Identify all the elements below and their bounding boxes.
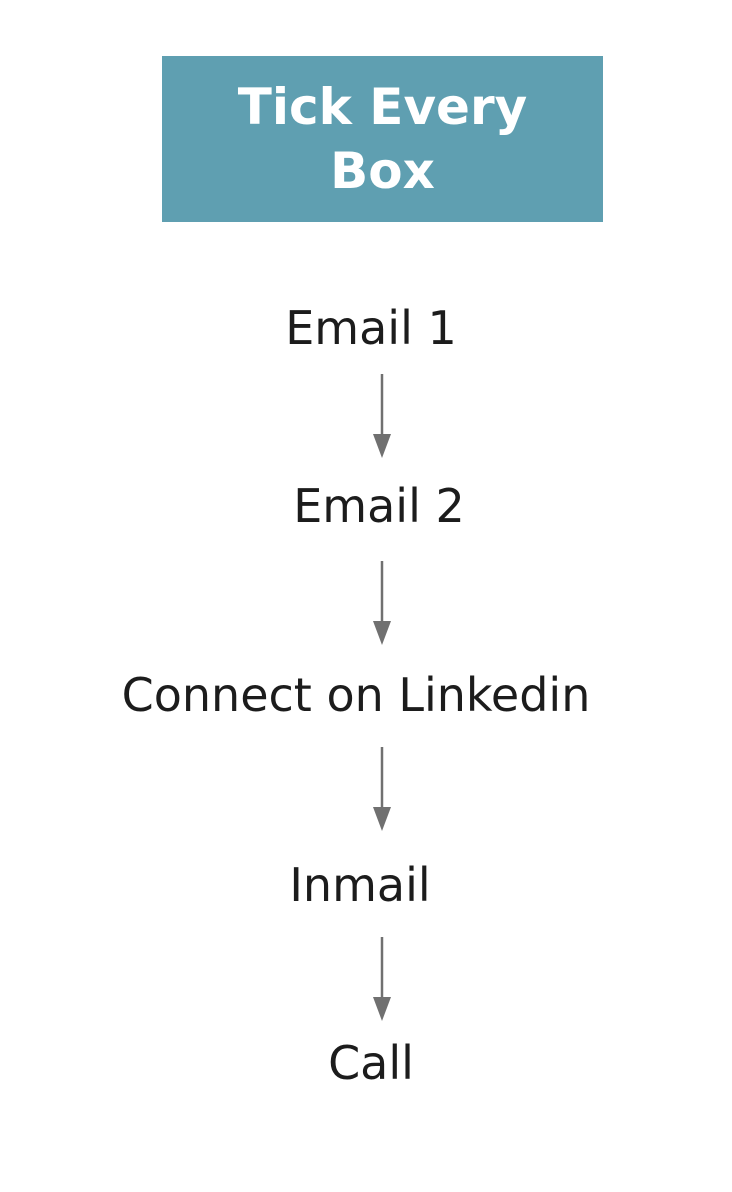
step-email-2: Email 2 bbox=[293, 479, 465, 533]
step-call: Call bbox=[328, 1036, 414, 1090]
step-email-1: Email 1 bbox=[285, 301, 457, 355]
title-box: Tick Every Box bbox=[162, 56, 603, 222]
step-connect-linkedin: Connect on Linkedin bbox=[121, 668, 591, 722]
arrow-down-icon bbox=[373, 561, 391, 645]
arrow-down-icon bbox=[373, 374, 391, 458]
arrow-down-icon bbox=[373, 937, 391, 1021]
diagram-title: Tick Every Box bbox=[237, 78, 528, 200]
step-inmail: Inmail bbox=[289, 858, 431, 912]
arrow-down-icon bbox=[373, 747, 391, 831]
